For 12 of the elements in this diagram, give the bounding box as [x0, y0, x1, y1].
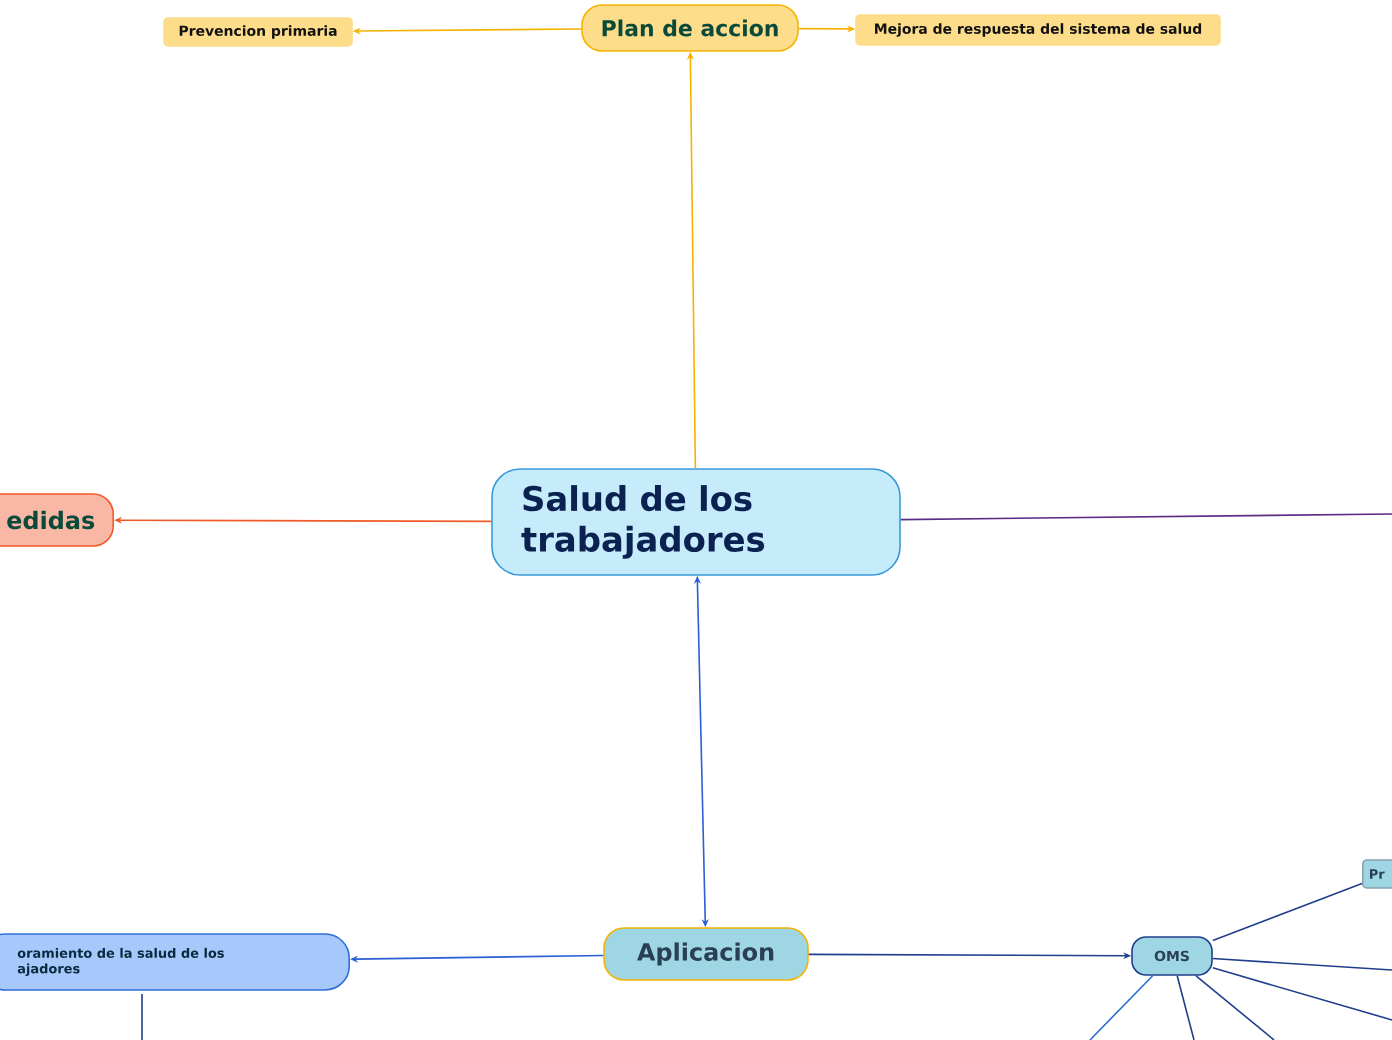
connector — [1089, 974, 1154, 1040]
topic-box: Aplicacion — [603, 927, 809, 981]
connector — [1212, 882, 1363, 942]
connector — [900, 513, 1392, 521]
connector — [1195, 974, 1275, 1040]
connector — [141, 993, 143, 1040]
connector — [1176, 974, 1195, 1040]
connector — [1212, 957, 1392, 971]
topic-box: Plan de accion — [581, 4, 799, 52]
topic-box: edidas — [0, 493, 114, 547]
central-topic: Salud de los trabajadores — [491, 468, 901, 576]
connector — [1212, 967, 1392, 1021]
